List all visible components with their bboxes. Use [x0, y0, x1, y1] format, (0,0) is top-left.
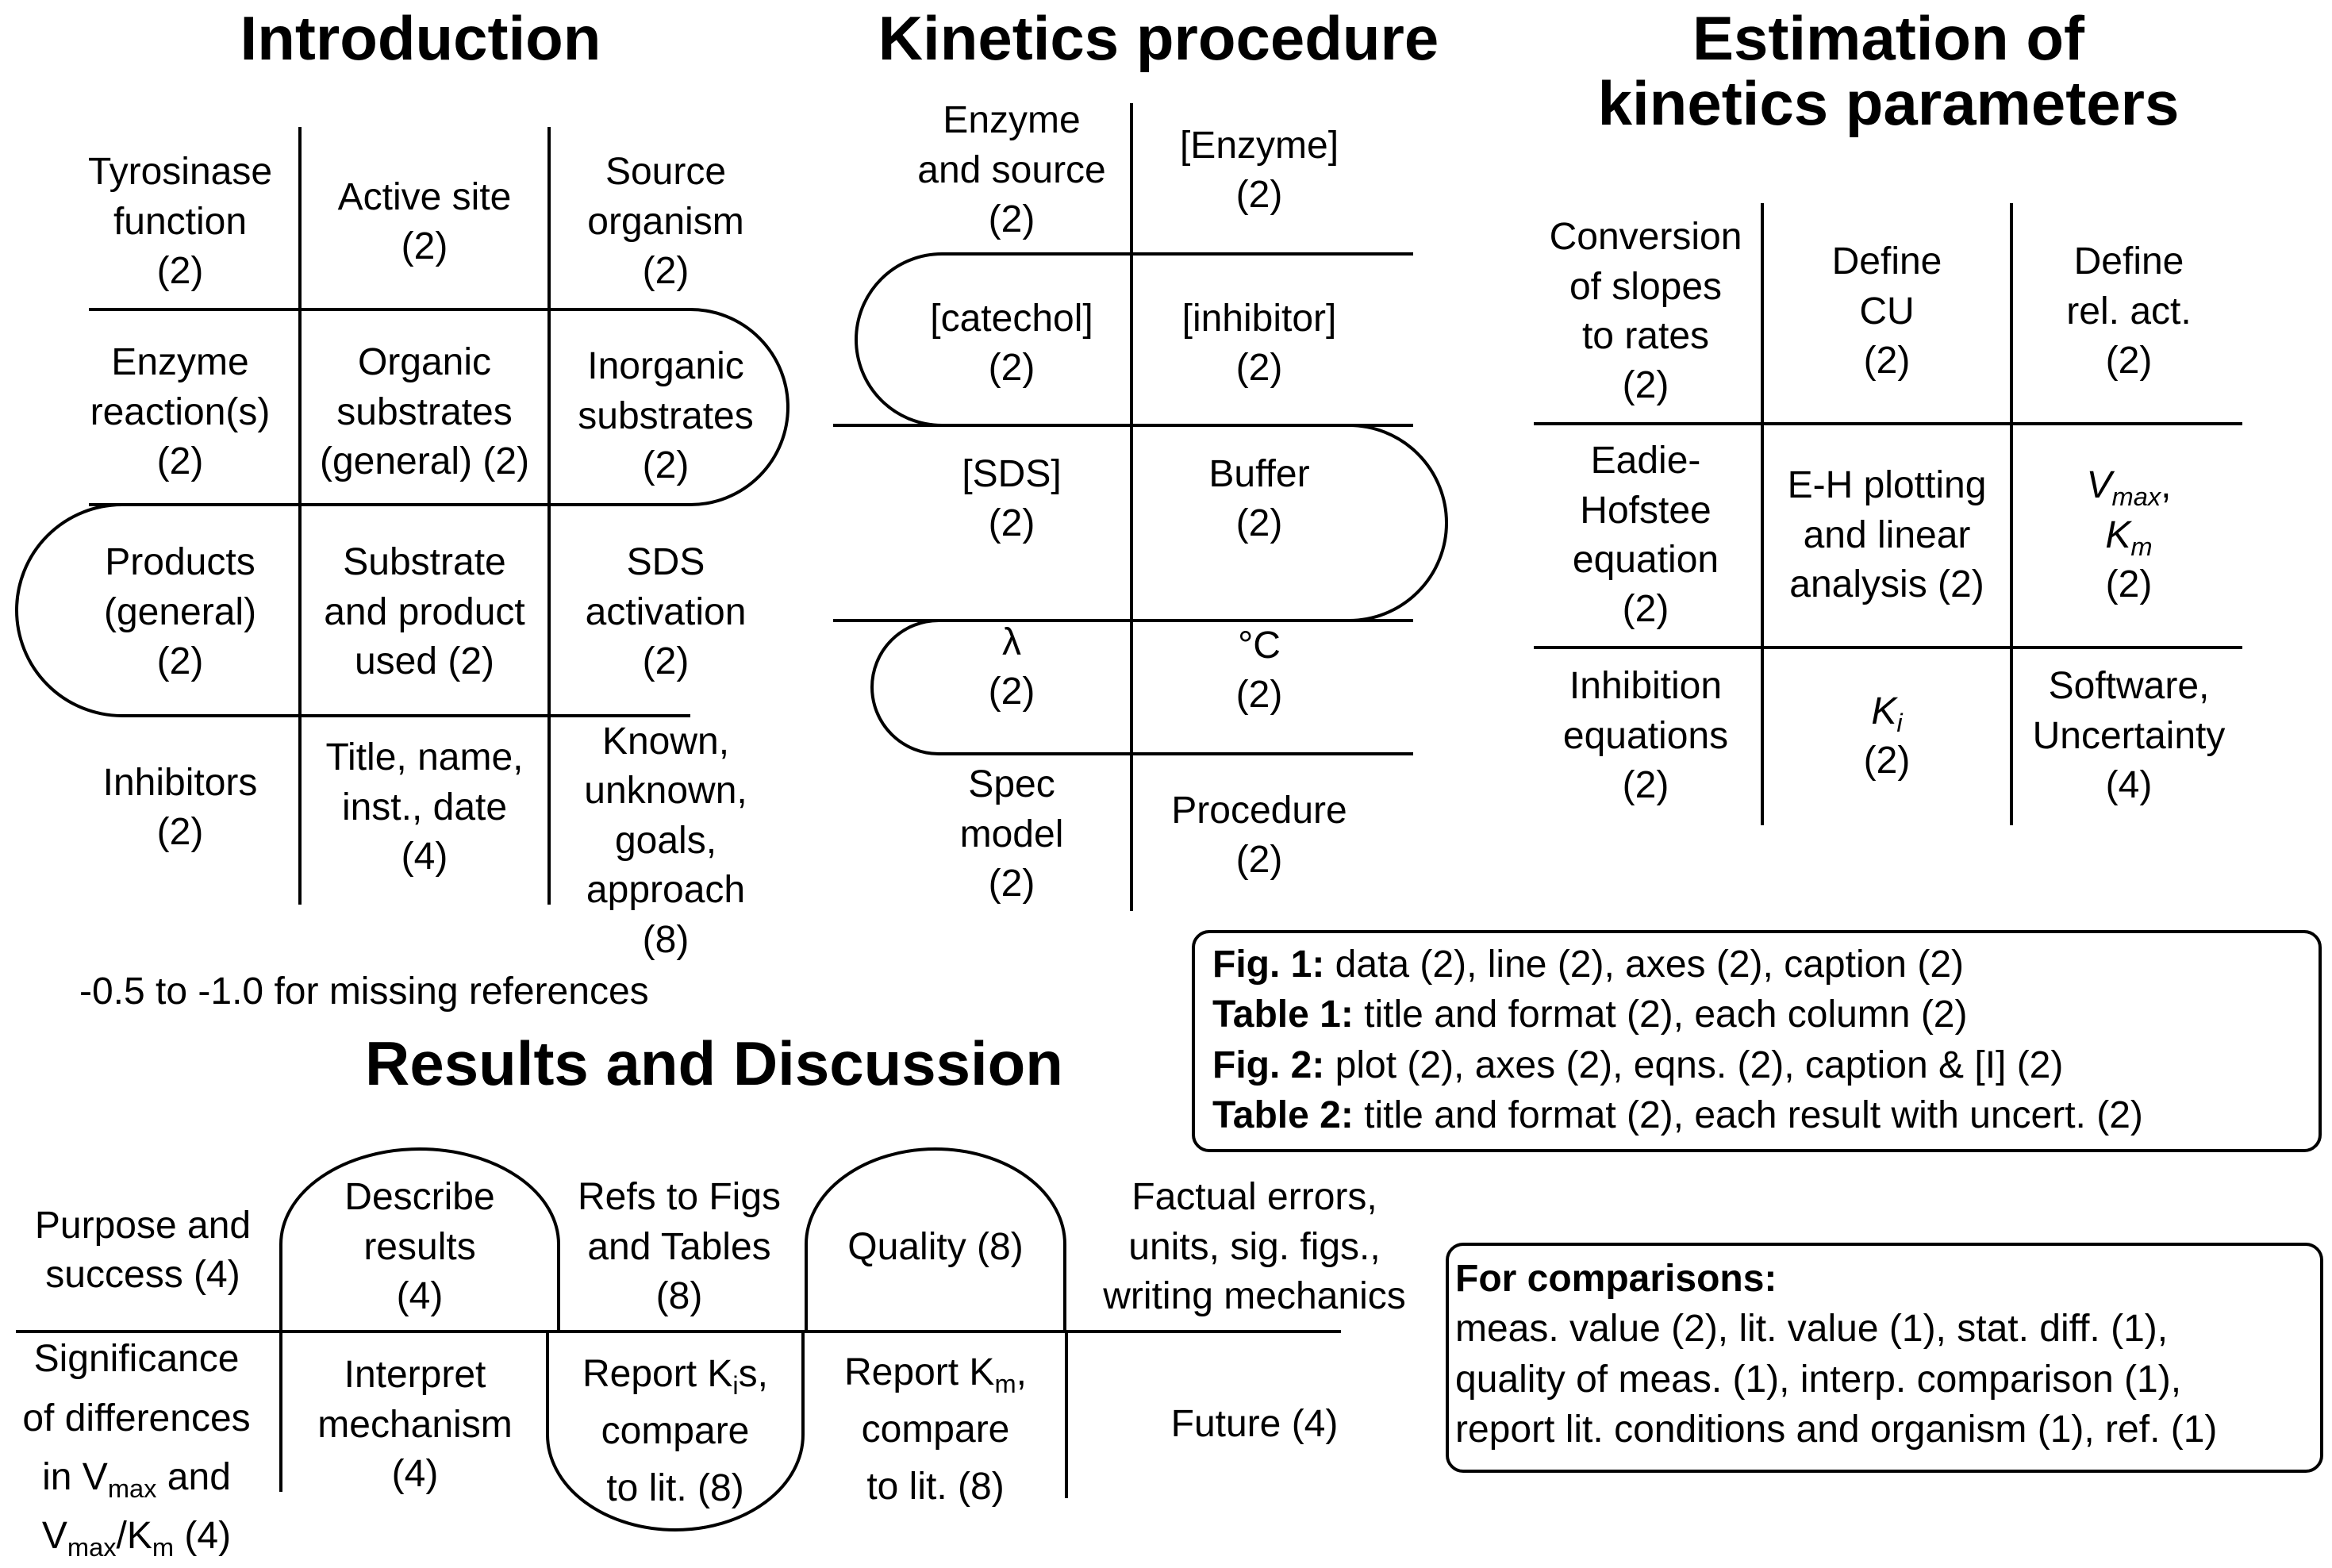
- comparisons-line-1: meas. value (2), lit. value (1), stat. d…: [1455, 1308, 2169, 1351]
- estim-cell-software-uncertainty: Software, Uncertainty (4): [2032, 665, 2226, 807]
- intro-cell-inhibitors: Inhibitors (2): [102, 761, 258, 853]
- fig2-line: Fig. 2: plot (2), axes (2), eqns. (2), c…: [1212, 1043, 2064, 1086]
- kinetics-cell-buffer: Buffer (2): [1208, 452, 1310, 544]
- comparisons-line-3: report lit. conditions and organism (1),…: [1455, 1409, 2218, 1451]
- estim-cell-define-rel-act: Define rel. act. (2): [2066, 240, 2192, 382]
- estim-cell-eadie-hofstee-equation: Eadie- Hofstee equation (2): [1572, 440, 1719, 631]
- intro-cell-enzyme-reactions: Enzyme reaction(s) (2): [90, 341, 271, 483]
- intro-cell-substrate-product-used: Substrate and product used (2): [324, 541, 525, 683]
- results-cell-refs-figs-tables: Refs to Figs and Tables (8): [577, 1176, 782, 1318]
- kinetics-cell-procedure: Procedure (2): [1171, 789, 1347, 881]
- intro-cell-products-general: Products (general) (2): [103, 541, 257, 683]
- results-discussion-heading: Results and Discussion: [365, 1028, 1063, 1098]
- kinetics-cell-sds: [SDS] (2): [962, 452, 1062, 544]
- table2-line: Table 2: title and format (2), each resu…: [1212, 1094, 2143, 1137]
- kinetics-cell-inhibitor: [inhibitor] (2): [1181, 297, 1337, 389]
- results-loop-ki: [546, 1332, 805, 1531]
- intro-cell-tyrosinase-function: Tyrosinase function (2): [87, 151, 273, 293]
- results-cell-significance-differences: Significance of differences in Vmax and …: [22, 1338, 251, 1562]
- estim-cell-ki: Ki (2): [1863, 690, 1911, 782]
- intro-loop-left: [15, 503, 690, 717]
- results-cell-describe-results: Describe results (4): [344, 1176, 495, 1318]
- kinetics-cell-enzyme-source: Enzyme and source (2): [917, 99, 1106, 241]
- estimation-heading: Estimation of kinetics parameters: [1597, 3, 2180, 138]
- results-cell-future: Future (4): [1170, 1402, 1339, 1445]
- kinetics-cell-spec-model: Spec model (2): [959, 763, 1064, 905]
- intro-cell-title-name-inst-date: Title, name, inst., date (4): [325, 736, 524, 878]
- intro-loop-right: [89, 308, 789, 506]
- results-loop-describe: [279, 1147, 560, 1332]
- kinetics-loop-left-1: [855, 252, 1413, 427]
- introduction-heading: Introduction: [240, 3, 601, 73]
- figures-tables-box: Fig. 1: data (2), line (2), axes (2), ca…: [1192, 930, 2322, 1152]
- kinetics-loop-right: [833, 424, 1448, 622]
- estim-cell-vmax-km: Vmax, Km (2): [2086, 464, 2172, 606]
- comparisons-line-2: quality of meas. (1), interp. comparison…: [1455, 1358, 2182, 1401]
- estim-cell-define-cu: Define CU (2): [1831, 240, 1942, 382]
- results-cell-quality: Quality (8): [847, 1225, 1024, 1268]
- intro-cell-known-unknown-goals: Known, unknown, goals, approach (8): [584, 721, 747, 961]
- intro-cell-active-site: Active site (2): [337, 176, 512, 268]
- fig1-line: Fig. 1: data (2), line (2), axes (2), ca…: [1212, 943, 1964, 986]
- comparisons-box: For comparisons: meas. value (2), lit. v…: [1446, 1243, 2323, 1473]
- estim-cell-conversion-slopes: Conversion of slopes to rates (2): [1549, 216, 1742, 407]
- kinetics-cell-catechol: [catechol] (2): [930, 297, 1093, 389]
- estim-cell-inhibition-equations: Inhibition equations (2): [1562, 665, 1729, 807]
- comparisons-title: For comparisons:: [1455, 1258, 1777, 1300]
- results-cell-report-ki: Report Kis, compare to lit. (8): [582, 1353, 768, 1509]
- kinetics-procedure-heading: Kinetics procedure: [878, 3, 1439, 73]
- results-cell-interpret-mechanism: Interpret mechanism (4): [317, 1354, 513, 1496]
- results-cell-purpose-success: Purpose and success (4): [34, 1204, 252, 1296]
- intro-cell-sds-activation: SDS activation (2): [585, 541, 747, 683]
- kinetics-cell-enzyme-concentration: [Enzyme] (2): [1179, 124, 1339, 216]
- intro-cell-organic-substrates: Organic substrates (general) (2): [319, 341, 530, 483]
- results-loop-quality: [805, 1147, 1066, 1332]
- table1-line: Table 1: title and format (2), each colu…: [1212, 993, 1968, 1036]
- results-cell-factual-errors: Factual errors, units, sig. figs., writi…: [1103, 1176, 1406, 1318]
- kinetics-cell-wavelength: λ (2): [988, 621, 1035, 713]
- intro-cell-source-organism: Source organism (2): [587, 151, 744, 293]
- results-cell-report-km: Report Km, compare to lit. (8): [844, 1351, 1027, 1508]
- estim-cell-eh-plotting: E-H plotting and linear analysis (2): [1787, 464, 1987, 606]
- missing-references-note: -0.5 to -1.0 for missing references: [79, 970, 649, 1013]
- kinetics-cell-temperature: °C (2): [1235, 624, 1283, 716]
- kinetics-loop-left-2: [870, 619, 1413, 755]
- intro-cell-inorganic-substrates: Inorganic substrates (2): [578, 345, 754, 487]
